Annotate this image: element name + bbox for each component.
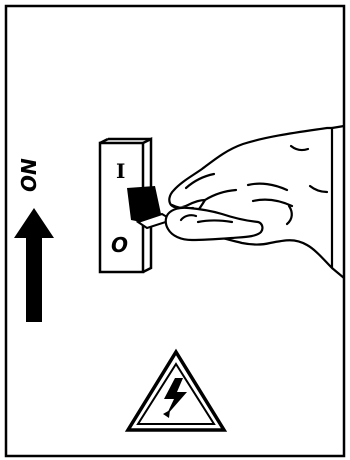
high-voltage-warning-icon [128, 352, 224, 430]
on-label: ON [17, 158, 41, 192]
switch-on-mark: I [116, 159, 125, 183]
up-arrow-icon [14, 208, 54, 322]
hand-illustration [166, 128, 332, 268]
switch-off-mark: O [111, 233, 128, 257]
